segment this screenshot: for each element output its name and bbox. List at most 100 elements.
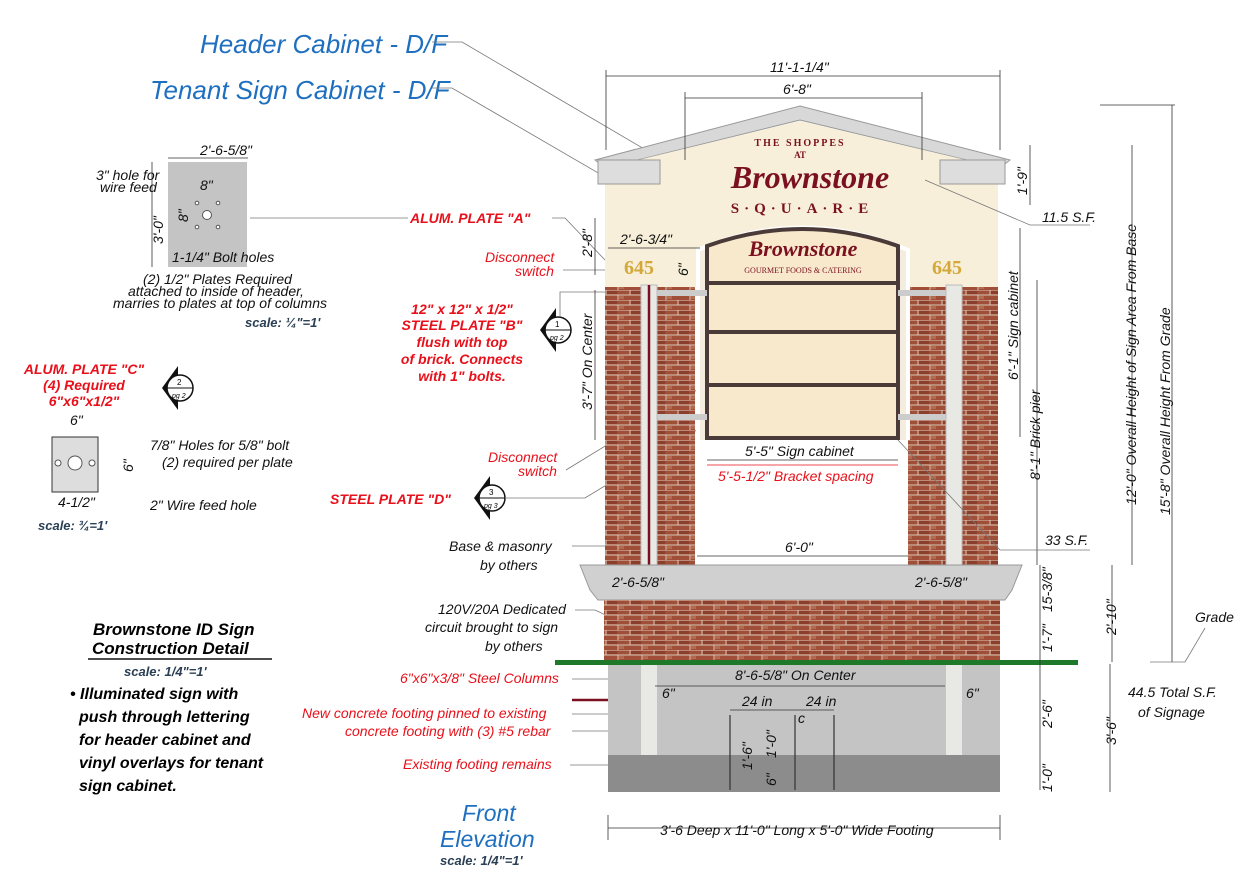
base-cap [579, 564, 1023, 601]
title-scale: scale: 1/4"=1' [124, 664, 208, 679]
marker-num: 1 [555, 320, 560, 329]
dim-existing-footing-height: 1'-0" [1039, 763, 1055, 792]
header-sign-text: S·Q·U·A·R·E [731, 201, 874, 217]
dim-pier-left: 2'-6-5/8" [611, 574, 665, 590]
new-footing-callout: New concrete footing pinned to existing [302, 705, 547, 721]
dim-on-center-vertical: 3'-7" On Center [579, 312, 595, 410]
dim-plate-a-width: 2'-6-5/8" [199, 142, 253, 158]
wire-hole-label: 2" Wire feed hole [149, 497, 257, 513]
plate-a-scale: scale: ¼"=1' [245, 315, 321, 330]
plate-c-title: 6"x6"x1/2" [49, 393, 120, 409]
tenant-sf-label: 33 S.F. [1045, 532, 1088, 548]
dim-brick-pier: 8'-1" Brick pier [1027, 389, 1043, 480]
plate-b-callout: flush with top [417, 334, 508, 350]
title-line: Brownstone ID Sign [93, 620, 255, 639]
marker-page: pg 2 [171, 393, 186, 400]
existing-footing [608, 755, 1000, 792]
plate-c-title: (4) Required [43, 377, 125, 393]
bullet-note: vinyl overlays for tenant [79, 755, 264, 772]
base-masonry-callout: Base & masonry [449, 538, 553, 554]
dim-col-left: 6" [662, 685, 676, 701]
circuit-callout: circuit brought to sign [425, 619, 558, 635]
elevation-title: Elevation [440, 826, 535, 852]
dim-col-right: 6" [966, 685, 980, 701]
total-sf-label: of Signage [1138, 704, 1205, 720]
dim-header-width: 6'-8" [783, 81, 812, 97]
dim-header-height: 1'-9" [1014, 166, 1030, 195]
new-footing [608, 664, 1000, 755]
total-sf-label: 44.5 Total S.F. [1128, 684, 1217, 700]
dim-footing-desc: 3'-6 Deep x 11'-0" Long x 5'-0" Wide Foo… [660, 822, 934, 838]
title-block: Brownstone ID Sign Construction Detail s… [70, 620, 272, 795]
dim-plate-c-width: 6" [70, 412, 84, 428]
dim-spacing-v: 8" [175, 208, 191, 222]
header-sign-text: AT [794, 150, 806, 160]
dimensions: 11'-1-1/4" 6'-8" 1'-9" 11.5 S.F. 2'-8" 2… [579, 59, 1234, 840]
dim-sign-cabinet-height: 6'-1" Sign cabinet [1005, 270, 1021, 380]
section-marker-2: 2 pg 2 [162, 366, 194, 410]
bullet-note: for header cabinet and [79, 732, 252, 749]
marker-num: 3 [489, 488, 494, 497]
holes-label: (2) required per plate [162, 454, 293, 470]
elevation-title: Front [462, 800, 517, 826]
plate-d-callout: STEEL PLATE "D" [330, 491, 451, 507]
plate-a-detail: 2'-6-5/8" 8" 8" 3'-0" 3" hole for wire f… [96, 142, 408, 330]
marker-page: pg 3 [483, 503, 498, 510]
dim-bracket-spacing: 5'-5-1/2" Bracket spacing [718, 468, 874, 484]
grade-line [555, 660, 1078, 665]
header-sf-label: 11.5 S.F. [1042, 209, 1096, 225]
bullet-note: • Illuminated sign with [70, 686, 239, 703]
plate-c-detail: ALUM. PLATE "C" (4) Required 6"x6"x1/2" … [23, 361, 293, 533]
address-number-right: 645 [932, 257, 962, 279]
section-marker-1: 1 pg 2 [540, 308, 572, 352]
dim-on-center-horizontal: 8'-6-5/8" On Center [735, 667, 857, 683]
dim-cap-height: 15-3/8" [1039, 566, 1055, 612]
dim-footing-total: 3'-6" [1103, 716, 1119, 745]
header-cabinet-callout: Header Cabinet - D/F [200, 29, 449, 59]
tenant-sign-text: GOURMET FOODS & CATERING [744, 266, 862, 275]
dim-base-total: 2'-10" [1103, 598, 1119, 636]
tenant-sign-logo: Brownstone [748, 236, 858, 261]
plate-a-callout: ALUM. PLATE "A" [409, 210, 531, 226]
base-masonry-callout: by others [480, 557, 538, 573]
header-sign-logo: Brownstone [730, 159, 889, 195]
dim-overall-sign-height: 12'-0" Overall Height of Sign Area From … [1123, 224, 1139, 505]
dim-number-height: 6" [675, 262, 691, 276]
dim-rebar-spacing-b: 24 in [805, 693, 837, 709]
plate-b-callout: with 1" bolts. [418, 368, 506, 384]
dim-rebar-embed: 1'-0" [763, 729, 779, 758]
holes-label: 7/8" Holes for 5/8" bolt [150, 437, 290, 453]
plate-b-callout: STEEL PLATE "B" [402, 317, 523, 333]
address-number-left: 645 [624, 257, 654, 279]
dim-overall-width: 11'-1-1/4" [770, 59, 830, 75]
disconnect-switch-callout: switch [518, 463, 557, 479]
disconnect-switch-callout: switch [515, 263, 554, 279]
header-sign-text: THE SHOPPES [754, 138, 845, 149]
dim-spacing-h: 8" [200, 177, 214, 193]
dim-plate-c-bottom: 4-1/2" [58, 494, 96, 510]
plate-a-note: (2) 1/2" Plates Required [143, 271, 293, 287]
dim-overall-grade-height: 15'-8" Overall Height From Grade [1157, 307, 1173, 515]
new-footing-callout: concrete footing with (3) #5 rebar [345, 723, 552, 739]
plate-c-scale: scale: ¾=1' [38, 518, 108, 533]
dim-base-brick: 1'-7" [1039, 623, 1055, 652]
hole-label: 3" hole for [96, 167, 161, 183]
plate-b-callout: of brick. Connects [401, 351, 523, 367]
circuit-callout: by others [485, 638, 543, 654]
bolt-holes-label: 1-1/4" Bolt holes [172, 249, 274, 265]
rebar [729, 715, 835, 790]
dim-pier-gap: 6'-0" [785, 539, 814, 555]
dim-rebar-6: 6" [763, 772, 779, 786]
grade-label: Grade [1195, 609, 1234, 625]
plate-a-note: marries to plates at top of columns [113, 295, 327, 311]
marker-page: pg 2 [549, 335, 564, 342]
bullet-note: sign cabinet. [79, 778, 177, 795]
plate-c-title: ALUM. PLATE "C" [23, 361, 145, 377]
steel-columns-callout: 6"x6"x3/8" Steel Columns [400, 670, 559, 686]
section-marker-3: 3 pg 3 [474, 476, 506, 520]
dim-sign-cabinet-width: 5'-5" Sign cabinet [745, 443, 855, 459]
circuit-callout: 120V/20A Dedicated [438, 601, 567, 617]
dim-rebar-length: 1'-6" [739, 741, 755, 770]
hole-label: wire feed [100, 179, 158, 195]
